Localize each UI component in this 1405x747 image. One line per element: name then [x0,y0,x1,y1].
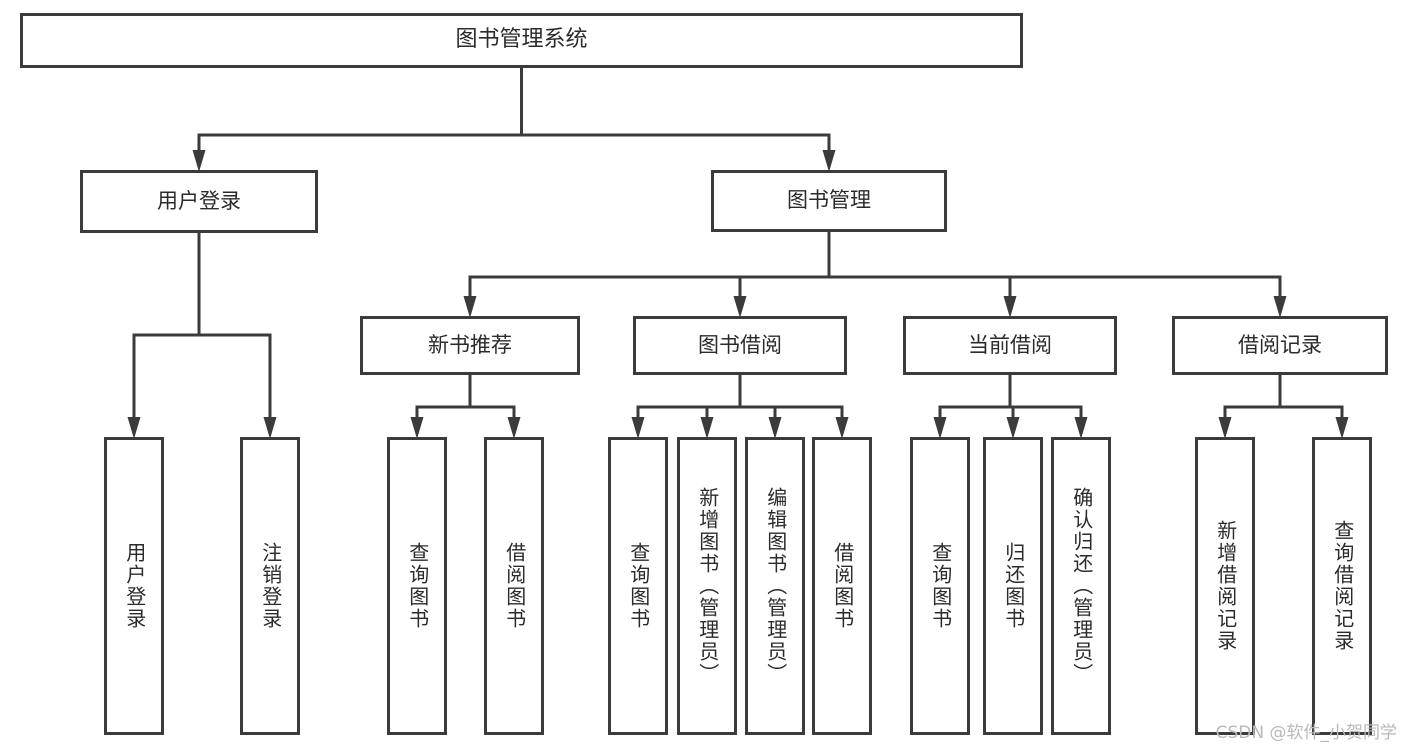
arrow-head-leaf-cur-confirm [1074,417,1088,439]
arrow-head-borrow [733,296,747,318]
arrow-head-leaf-user-logout [263,417,277,439]
connector-bookmgmt-to-newbook [468,232,831,299]
node-box-login[interactable] [80,170,318,233]
arrow-head-leaf-bk-add [700,417,714,439]
node-box-leaf-user-login[interactable] [104,437,164,735]
node-box-bookmgmt[interactable] [711,170,947,232]
node-box-leaf-rec-query[interactable] [1312,437,1372,735]
connector-borrow-to-leaf-bk-borrow [738,375,844,420]
connector-login-to-leaf-user-logout [197,233,272,420]
connector-newbook-to-leaf-nb-borrow [468,375,516,420]
connector-current-to-leaf-cur-query [938,375,1012,420]
node-box-borrow[interactable] [633,316,847,375]
connector-current-to-leaf-cur-confirm [1008,375,1083,420]
arrow-head-leaf-cur-return [1006,417,1020,439]
node-box-leaf-nb-borrow[interactable] [484,437,544,735]
edge-layer [127,68,1349,439]
node-box-leaf-cur-query[interactable] [910,437,970,735]
arrow-head-leaf-bk-borrow [835,417,849,439]
node-box-leaf-cur-confirm[interactable] [1051,437,1111,735]
arrow-head-leaf-cur-query [933,417,947,439]
connector-login-to-leaf-user-login [132,233,201,420]
connector-records-to-leaf-rec-query [1278,375,1344,420]
node-box-leaf-bk-query[interactable] [608,437,668,735]
arrow-head-leaf-rec-add [1218,417,1232,439]
node-box-root[interactable] [20,13,1023,68]
connector-newbook-to-leaf-nb-query [415,375,472,420]
node-box-current[interactable] [903,316,1117,375]
connector-borrow-to-leaf-bk-add [705,375,742,420]
arrow-head-newbook [463,296,477,318]
watermark: CSDN @软件_小贺同学 [1215,723,1397,743]
connector-bookmgmt-to-borrow [738,232,831,299]
connector-records-to-leaf-rec-add [1223,375,1282,420]
arrow-head-leaf-bk-query [631,417,645,439]
connector-root-to-login [197,68,523,153]
arrow-head-current [1003,296,1017,318]
arrow-head-bookmgmt [822,150,836,172]
connector-bookmgmt-to-current [827,232,1012,299]
connector-borrow-to-leaf-bk-edit [738,375,777,420]
node-box-leaf-bk-edit[interactable] [745,437,805,735]
arrow-head-login [192,150,206,172]
node-box-leaf-cur-return[interactable] [983,437,1043,735]
node-box-leaf-nb-query[interactable] [387,437,447,735]
node-box-leaf-user-logout[interactable] [240,437,300,735]
connector-borrow-to-leaf-bk-query [636,375,742,420]
node-box-leaf-bk-borrow[interactable] [812,437,872,735]
arrow-head-leaf-nb-borrow [507,417,521,439]
arrow-head-leaf-user-login [127,417,141,439]
arrow-head-leaf-nb-query [410,417,424,439]
arrow-head-leaf-rec-query [1335,417,1349,439]
connector-root-to-bookmgmt [520,68,831,153]
arrow-head-leaf-bk-edit [768,417,782,439]
connector-bookmgmt-to-records [827,232,1282,299]
node-box-newbook[interactable] [360,316,580,375]
node-box-leaf-bk-add[interactable] [677,437,737,735]
node-box-leaf-rec-add[interactable] [1195,437,1255,735]
node-box-records[interactable] [1172,316,1388,375]
node-box-layer [20,13,1388,735]
arrow-head-records [1273,296,1287,318]
